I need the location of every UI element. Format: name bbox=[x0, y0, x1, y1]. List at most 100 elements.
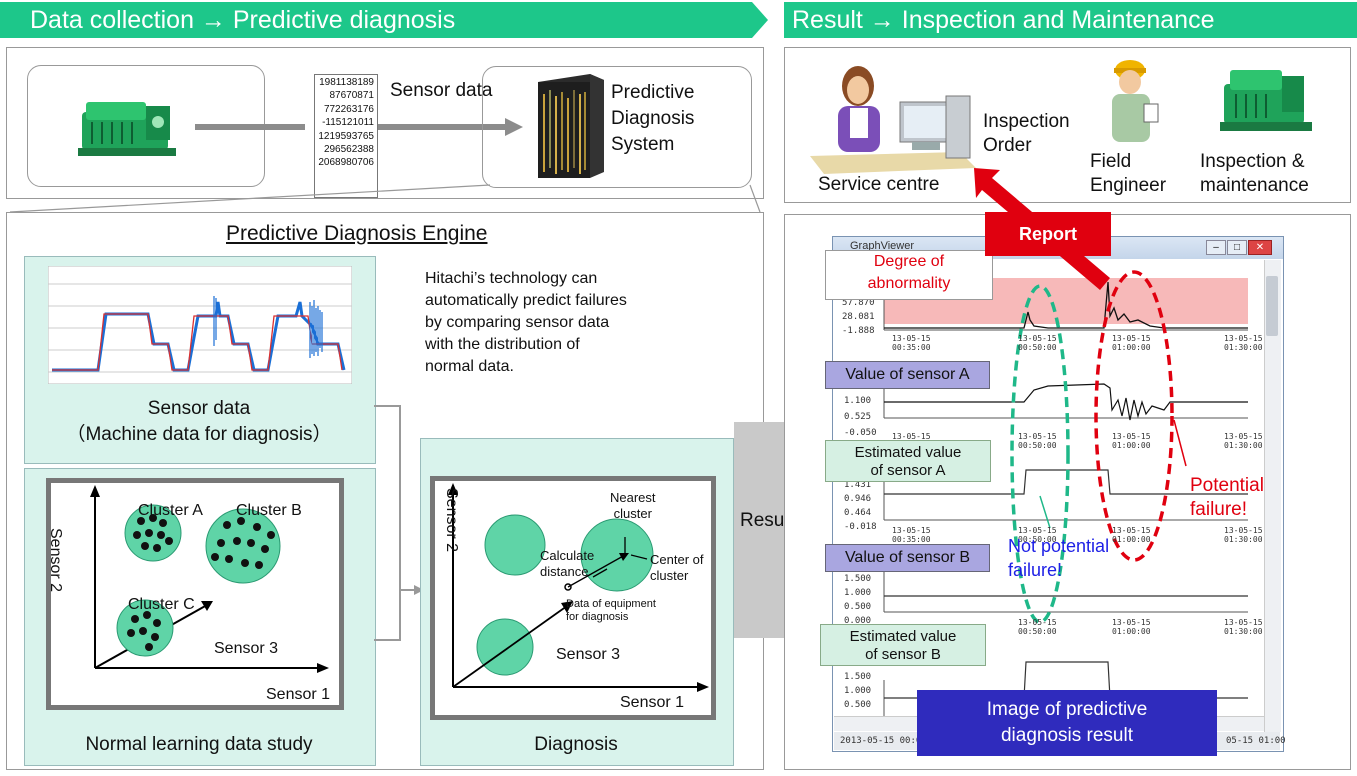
axis-5-tick: 0.500 bbox=[844, 700, 872, 710]
engineer-line: Engineer bbox=[1090, 175, 1167, 196]
not-potential-label: Not potential failure! bbox=[1008, 534, 1109, 582]
description-line: automatically predict failures bbox=[425, 292, 627, 309]
banner-left-text: Data collection → Predictive diagnosis bbox=[30, 6, 456, 34]
banner-right bbox=[784, 2, 1357, 38]
degree-label: Degree of abnormality bbox=[825, 250, 993, 300]
time-tick: 13-05-15 00:35:00 bbox=[892, 334, 931, 352]
axis-5-tick: 1.000 bbox=[844, 686, 872, 696]
server-icon bbox=[538, 74, 604, 178]
engineer-icon bbox=[1112, 60, 1159, 142]
time-tick: 13-05-15 00:50:00 bbox=[1018, 334, 1057, 352]
description-line: by comparing sensor data bbox=[425, 314, 610, 331]
axis-5-tick: 1.500 bbox=[844, 672, 872, 682]
potential-line: Potential bbox=[1190, 475, 1264, 496]
learning-axis-x: Sensor 1 bbox=[266, 686, 331, 703]
time-tick: 13-05-15 01:00:00 bbox=[1112, 432, 1151, 450]
engine-title: Predictive Diagnosis Engine bbox=[226, 222, 488, 245]
operator-icon bbox=[810, 66, 976, 174]
sensor-number: 87670871 bbox=[329, 90, 375, 102]
time-tick: 13-05-15 00:35:00 bbox=[892, 526, 931, 544]
learning-cluster-a: Cluster A bbox=[138, 502, 203, 519]
degree-line: abnormality bbox=[867, 275, 951, 292]
time-tick: 13-05-15 01:30:00 bbox=[1224, 432, 1263, 450]
maximize-button[interactable]: □ bbox=[1227, 240, 1247, 255]
sensor-number: 296562388 bbox=[323, 144, 374, 156]
sensor-waveform-chart bbox=[48, 266, 352, 384]
sensor-data-table: 1981138189 87670871 772263176 -115121011… bbox=[314, 74, 378, 198]
inspection-maintenance-label: Inspection & maintenance bbox=[1200, 150, 1309, 198]
est-b-line: of sensor B bbox=[865, 646, 941, 663]
window-buttons[interactable]: – □ ✕ bbox=[1206, 240, 1272, 256]
learning-cluster-b: Cluster B bbox=[236, 502, 302, 519]
time-tick: 13-05-15 00:50:00 bbox=[1018, 526, 1057, 544]
time-tick: 13-05-15 01:30:00 bbox=[1224, 618, 1263, 636]
description-line: normal data. bbox=[425, 358, 514, 375]
description-line: Hitachi’s technology can bbox=[425, 270, 598, 287]
value-b-label: Value of sensor B bbox=[825, 544, 990, 572]
learning-caption: Normal learning data study bbox=[85, 734, 313, 755]
time-tick: 13-05-15 01:00:00 bbox=[1112, 334, 1151, 352]
diagnosis-axis-x: Sensor 1 bbox=[620, 694, 685, 711]
caption-line: Image of predictive bbox=[986, 699, 1148, 720]
status-left: 2013-05-15 00:00 bbox=[840, 736, 927, 746]
nearest-line: Nearest bbox=[610, 490, 656, 505]
equipment-line: for diagnosis bbox=[566, 611, 629, 623]
minimize-button[interactable]: – bbox=[1206, 240, 1226, 255]
field-engineer-label: Field Engineer bbox=[1090, 150, 1166, 198]
diagnosis-nearest: Nearest cluster bbox=[610, 490, 656, 522]
machine-icon bbox=[78, 102, 176, 156]
sensor-number: 2068980706 bbox=[318, 157, 374, 169]
report-badge: Report bbox=[985, 212, 1111, 256]
axis-2-tick: 1.100 bbox=[844, 396, 872, 406]
potential-failure-label: Potential failure! bbox=[1190, 474, 1264, 522]
maintenance-line: maintenance bbox=[1200, 175, 1309, 196]
axis-2-tick: -0.050 bbox=[844, 428, 877, 438]
axis-3-tick: 1.431 bbox=[844, 480, 872, 490]
banner-right-text: Result → Inspection and Maintenance bbox=[792, 6, 1215, 34]
close-button[interactable]: ✕ bbox=[1248, 240, 1272, 255]
system-label-line: Diagnosis bbox=[611, 108, 695, 129]
caption-line: Sensor data bbox=[147, 398, 251, 419]
banner-left bbox=[0, 2, 768, 38]
maintenance-line: Inspection & bbox=[1200, 151, 1305, 172]
learning-axis-z: Sensor 3 bbox=[214, 640, 279, 657]
sensor-number: -115121011 bbox=[322, 117, 374, 129]
axis-1-tick: 57.870 bbox=[842, 298, 875, 308]
axis-4-tick: 0.000 bbox=[844, 616, 872, 626]
value-a-label: Value of sensor A bbox=[825, 361, 990, 389]
engine-description: Hitachi’s technology can automatically p… bbox=[425, 268, 627, 378]
axis-1-tick: 28.081 bbox=[842, 312, 875, 322]
service-centre-label: Service centre bbox=[818, 174, 940, 195]
axis-3-tick: 0.946 bbox=[844, 494, 872, 504]
time-tick: 13-05-15 01:00:00 bbox=[1112, 618, 1151, 636]
axis-3-tick: -0.018 bbox=[844, 522, 877, 532]
axis-3-tick: 0.464 bbox=[844, 508, 872, 518]
center-line: cluster bbox=[650, 568, 689, 583]
time-tick: 13-05-15 01:30:00 bbox=[1224, 526, 1263, 544]
est-b-label: Estimated value of sensor B bbox=[820, 624, 986, 666]
diagnosis-caption: Diagnosis bbox=[534, 734, 618, 755]
not-potential-line: failure! bbox=[1008, 560, 1063, 580]
zoom-lines bbox=[9, 184, 761, 213]
time-tick: 13-05-15 01:30:00 bbox=[1224, 334, 1263, 352]
vertical-scrollbar[interactable] bbox=[1264, 260, 1281, 732]
scrollbar-thumb[interactable] bbox=[1266, 276, 1278, 336]
learning-plot-graphics bbox=[90, 485, 329, 673]
calc-line: distance bbox=[540, 564, 589, 579]
inspection-order-label: Inspection Order bbox=[983, 110, 1070, 158]
system-label-line: System bbox=[611, 134, 675, 155]
sensor-panel-caption: Sensor data （Machine data for diagnosis） bbox=[24, 396, 374, 448]
degree-line: Degree of bbox=[873, 253, 945, 270]
description-line: with the distribution of bbox=[425, 336, 580, 353]
graphviewer-title: GraphViewer bbox=[850, 240, 914, 252]
diagnosis-calc: Calculate distance bbox=[540, 548, 594, 580]
order-line: Order bbox=[983, 135, 1032, 156]
sensor-number: 1219593765 bbox=[318, 130, 374, 142]
diagnosis-center: Center of cluster bbox=[650, 552, 703, 584]
est-a-line: Estimated value bbox=[854, 444, 962, 461]
diagnosis-axis-z: Sensor 3 bbox=[556, 646, 621, 663]
axis-2-tick: 0.525 bbox=[844, 412, 872, 422]
machine-icon-right bbox=[1220, 70, 1312, 131]
axis-4-tick: 1.000 bbox=[844, 588, 872, 598]
est-a-line: of sensor A bbox=[870, 462, 946, 479]
